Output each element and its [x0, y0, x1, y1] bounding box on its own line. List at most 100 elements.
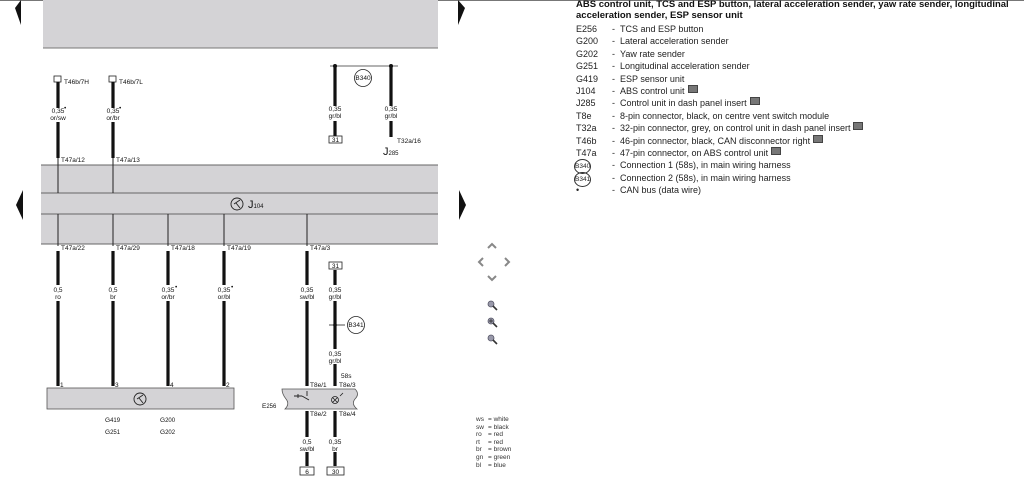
legend-description: Connection 2 (58s), in main wiring harne…	[620, 172, 791, 183]
terminal-31-top: 31	[328, 135, 343, 144]
legend-dash: -	[612, 98, 615, 109]
pan-left-icon[interactable]	[477, 257, 484, 267]
legend-code-text: T32a	[576, 123, 597, 134]
svg-text:T47a/12: T47a/12	[61, 157, 85, 164]
legend-description: Connection 1 (58s), in main wiring harne…	[620, 160, 791, 171]
g419-label: G419	[105, 417, 121, 424]
svg-text:0,35: 0,35	[301, 287, 314, 294]
pan-up-icon[interactable]	[487, 242, 497, 249]
legend-dash: -	[612, 123, 615, 134]
legend-code: J104	[576, 85, 612, 97]
color-key-row: rt= red	[476, 438, 504, 446]
color-key-row: br= brown	[476, 446, 512, 454]
legend-code: J285	[576, 97, 612, 109]
svg-text:31: 31	[332, 263, 340, 270]
legend-item: B341-Connection 2 (58s), in main wiring …	[574, 171, 1024, 187]
legend-item: T46b-46-pin connector, black, CAN discon…	[576, 134, 1024, 147]
legend-code: B340	[574, 159, 612, 175]
svg-text:0,35: 0,35	[329, 287, 342, 294]
legend-code: T8e	[576, 110, 612, 122]
wire-size-label: 0,35	[52, 108, 65, 115]
svg-text:sw/bl: sw/bl	[300, 446, 315, 453]
camera-icon[interactable]	[813, 134, 824, 143]
svg-text:2: 2	[226, 382, 230, 389]
prev-page-arrow[interactable]	[16, 190, 23, 220]
svg-text:1: 1	[60, 382, 64, 389]
svg-text:31: 31	[332, 137, 340, 144]
legend-item: T47a-47-pin connector, on ABS control un…	[576, 146, 1024, 159]
legend-dash: -	[612, 147, 615, 158]
svg-text:0,35: 0,35	[107, 108, 120, 115]
legend-code: •	[576, 184, 612, 196]
svg-text:T47a/29: T47a/29	[116, 245, 140, 252]
svg-text:T8e/4: T8e/4	[339, 411, 356, 418]
svg-text:T47a/13: T47a/13	[116, 157, 140, 164]
legend-code-text: T46b	[576, 135, 597, 146]
g251-label: G251	[105, 429, 121, 436]
pan-down-icon[interactable]	[487, 275, 497, 282]
next-page-arrow-top[interactable]	[458, 0, 465, 25]
legend-description: 8-pin connector, black, on centre vent s…	[620, 110, 830, 121]
legend-code: G419	[576, 73, 612, 85]
svg-text:3: 3	[115, 382, 119, 389]
switch-icon	[294, 391, 310, 401]
legend-code: E256	[576, 23, 612, 35]
svg-text:T47a/18: T47a/18	[171, 245, 195, 252]
component-block-top	[43, 0, 438, 48]
terminal-31-lower: 31	[328, 261, 343, 270]
connection-b340: B340	[354, 69, 372, 87]
j104-label: J104	[248, 199, 264, 211]
svg-text:T47a/19: T47a/19	[227, 245, 251, 252]
terminal-6: 6	[299, 466, 315, 476]
color-key-row: gn= green	[476, 453, 511, 461]
legend-item: T32a-32-pin connector, grey, on control …	[576, 122, 1024, 134]
svg-text:T8e/3: T8e/3	[339, 382, 356, 389]
zoom-reset-icon[interactable]	[487, 317, 498, 328]
terminal-30: 30	[326, 466, 345, 476]
legend-code-text: E256	[576, 24, 598, 34]
legend-description: 47-pin connector, on ABS control unit	[620, 147, 769, 158]
svg-text:T8e/1: T8e/1	[310, 382, 327, 389]
zoom-out-icon[interactable]	[487, 334, 498, 345]
svg-text:•: •	[175, 284, 178, 291]
svg-text:gr/bl: gr/bl	[385, 113, 398, 120]
legend-dash: -	[612, 185, 615, 196]
legend-item: T8e-8-pin connector, black, on centre ve…	[576, 110, 1024, 122]
abs-control-unit-j104	[41, 165, 438, 244]
next-page-arrow[interactable]	[459, 190, 466, 220]
svg-text:30: 30	[332, 469, 340, 476]
svg-text:0,5: 0,5	[53, 287, 62, 294]
g202-label: G202	[160, 429, 176, 436]
prev-page-arrow-top[interactable]	[15, 0, 21, 25]
legend-code: G251	[576, 60, 612, 72]
legend-title: ABS control unit, TCS and ESP button, la…	[576, 0, 1009, 21]
legend-code: T32a	[576, 122, 612, 134]
legend-code-text: •	[576, 185, 580, 196]
legend-dash: -	[612, 110, 615, 121]
legend-code-text: G251	[576, 61, 599, 72]
zoom-in-icon[interactable]	[487, 300, 498, 311]
svg-text:gr/bl: gr/bl	[329, 294, 342, 301]
camera-icon[interactable]	[771, 146, 782, 155]
legend-code-text: J104	[576, 85, 596, 96]
legend-item: G251-Longitudinal acceleration sender	[576, 60, 1024, 72]
pan-right-icon[interactable]	[504, 257, 511, 267]
camera-icon[interactable]	[853, 122, 864, 131]
camera-icon[interactable]	[749, 97, 760, 106]
legend-dash: -	[612, 73, 615, 84]
lamp-icon	[331, 392, 344, 404]
svg-text:0,35: 0,35	[329, 439, 342, 446]
legend-item: B340-Connection 1 (58s), in main wiring …	[574, 159, 1024, 175]
legend-dash: -	[612, 160, 615, 171]
component-legend: ABS control unit, TCS and ESP button, la…	[574, 0, 1024, 196]
color-key-row: ro= red	[476, 431, 504, 439]
svg-text:or/br: or/br	[106, 115, 120, 122]
legend-description: Lateral acceleration sender	[620, 36, 729, 47]
legend-code: G200	[576, 35, 612, 47]
tcs-esp-button-e256	[281, 388, 359, 410]
legend-item: •-CAN bus (data wire)	[576, 184, 1024, 196]
svg-text:0,35: 0,35	[329, 351, 342, 358]
svg-text:T47a/3: T47a/3	[310, 245, 331, 252]
camera-icon[interactable]	[687, 84, 698, 93]
